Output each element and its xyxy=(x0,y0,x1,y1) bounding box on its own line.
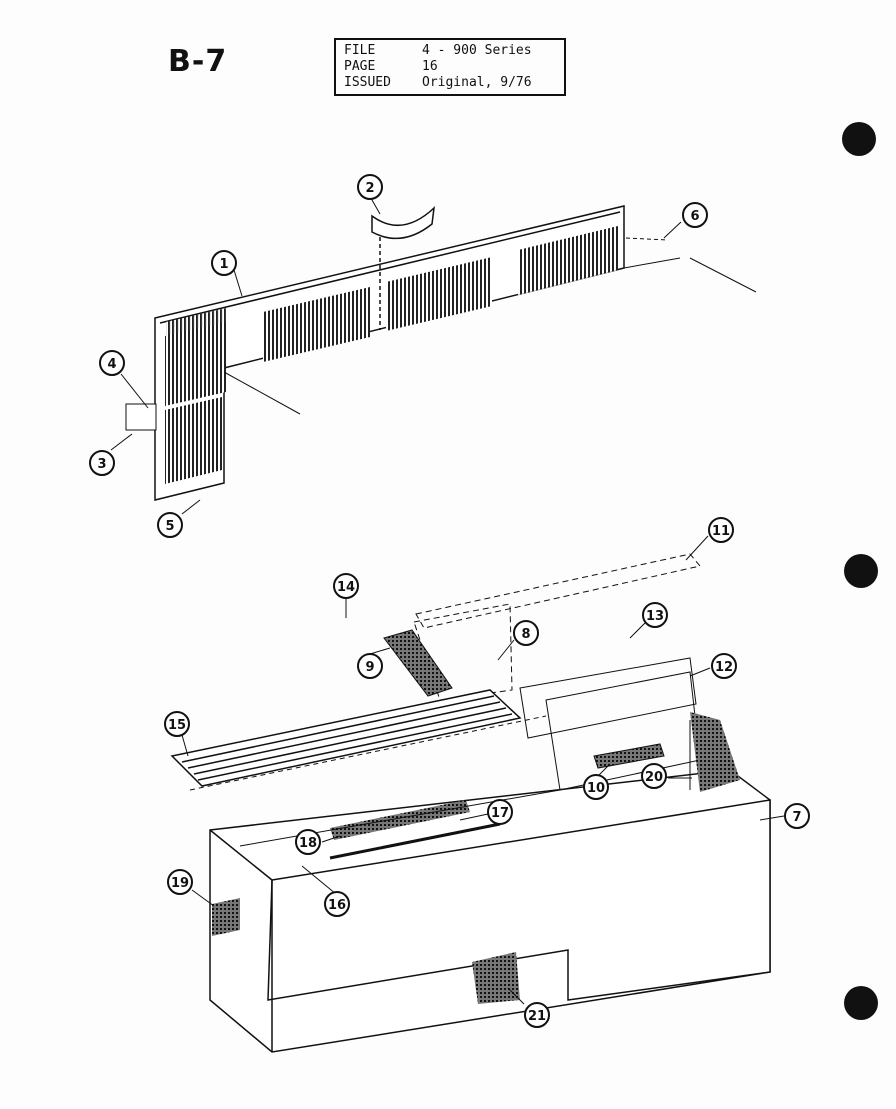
callout-label: 17 xyxy=(491,806,509,821)
callout-2: 2 xyxy=(357,174,383,200)
callout-11: 11 xyxy=(708,517,734,543)
callout-label: 16 xyxy=(328,898,346,913)
callout-16: 16 xyxy=(324,891,350,917)
file-label: FILE xyxy=(344,43,376,58)
side-filter xyxy=(593,743,665,769)
callout-label: 20 xyxy=(645,770,663,785)
page-label: PAGE xyxy=(344,59,376,74)
callout-21: 21 xyxy=(524,1002,550,1028)
callout-5: 5 xyxy=(157,512,183,538)
callout-label: 2 xyxy=(365,181,374,196)
callout-label: 15 xyxy=(168,718,186,733)
callout-15: 15 xyxy=(164,711,190,737)
callout-19: 19 xyxy=(167,869,193,895)
callout-9: 9 xyxy=(357,653,383,679)
callout-label: 19 xyxy=(171,876,189,891)
callout-label: 4 xyxy=(107,357,116,372)
page-row: PAGE 16 xyxy=(344,59,556,75)
page-value: 16 xyxy=(422,59,438,74)
callout-label: 13 xyxy=(646,609,664,624)
callout-17: 17 xyxy=(487,799,513,825)
issued-row: ISSUED Original, 9/76 xyxy=(344,75,556,91)
callout-8: 8 xyxy=(513,620,539,646)
callout-6: 6 xyxy=(682,202,708,228)
filter-strip xyxy=(383,629,453,697)
panel-handle xyxy=(371,206,436,240)
discharge-grille xyxy=(170,689,547,791)
binder-hole-middle xyxy=(844,554,878,588)
callout-3: 3 xyxy=(89,450,115,476)
callout-label: 11 xyxy=(712,524,730,539)
callout-label: 8 xyxy=(521,627,530,642)
callout-10: 10 xyxy=(583,774,609,800)
cabinet-body xyxy=(209,769,771,1053)
callout-label: 21 xyxy=(528,1009,546,1024)
callout-1: 1 xyxy=(211,250,237,276)
callout-label: 10 xyxy=(587,781,605,796)
callout-4: 4 xyxy=(99,350,125,376)
callout-label: 7 xyxy=(792,810,801,825)
callout-18: 18 xyxy=(295,829,321,855)
callout-14: 14 xyxy=(333,573,359,599)
callout-label: 6 xyxy=(690,209,699,224)
callout-20: 20 xyxy=(641,763,667,789)
binder-hole-top xyxy=(842,122,876,156)
callout-7: 7 xyxy=(784,803,810,829)
callout-label: 9 xyxy=(365,660,374,675)
binder-hole-bottom xyxy=(844,986,878,1020)
callout-label: 14 xyxy=(337,580,355,595)
issued-label: ISSUED xyxy=(344,75,391,90)
callout-label: 5 xyxy=(165,519,174,534)
file-value: 4 - 900 Series xyxy=(422,43,532,58)
callout-13: 13 xyxy=(642,602,668,628)
callout-label: 1 xyxy=(219,257,228,272)
front-grille-panel xyxy=(125,205,757,501)
page-code: B-7 xyxy=(168,44,228,79)
chassis-frame xyxy=(519,657,740,792)
callout-label: 18 xyxy=(299,836,317,851)
issued-value: Original, 9/76 xyxy=(422,75,532,90)
callout-12: 12 xyxy=(711,653,737,679)
file-row: FILE 4 - 900 Series xyxy=(344,43,556,59)
callout-label: 12 xyxy=(715,660,733,675)
callout-label: 3 xyxy=(97,457,106,472)
file-info-box: FILE 4 - 900 Series PAGE 16 ISSUED Origi… xyxy=(334,38,566,96)
